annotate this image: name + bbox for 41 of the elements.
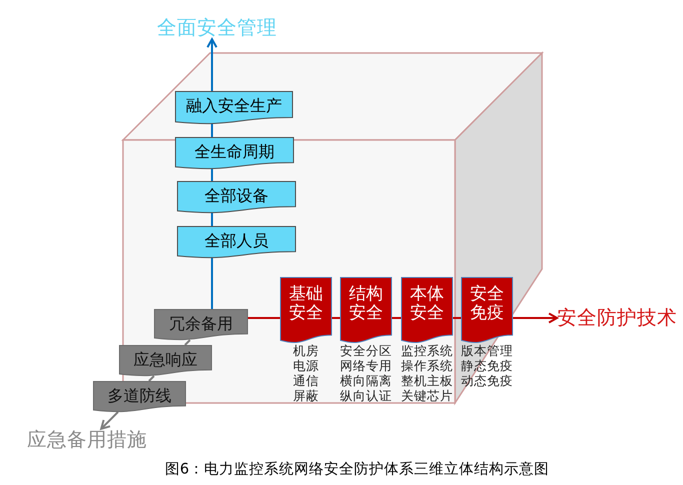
item-label: 纵向认证 xyxy=(340,388,392,403)
document-box: 本体安全 xyxy=(401,277,453,343)
axis-label: 应急备用措施 xyxy=(27,428,147,452)
item-label: 动态免疫 xyxy=(461,373,513,388)
item-label: 横向隔离 xyxy=(340,373,392,388)
item-label: 电源 xyxy=(293,358,319,373)
item-label: 版本管理 xyxy=(461,343,513,358)
document-box: 多道防线 xyxy=(93,381,186,412)
axis-label: 安全防护技术 xyxy=(557,306,677,330)
item-label: 屏蔽 xyxy=(293,388,319,403)
connector-line xyxy=(211,213,213,226)
arrow xyxy=(206,38,218,91)
item-label: 静态免疫 xyxy=(461,358,513,373)
connector-line xyxy=(392,317,401,319)
document-box: 全部设备 xyxy=(177,181,296,213)
item-label: 关键芯片 xyxy=(401,388,453,403)
caption: 图6：电力监控系统网络安全防护体系三维立体结构示意图 xyxy=(164,461,550,479)
document-box: 基础安全 xyxy=(280,277,332,343)
item-label: 监控系统 xyxy=(401,343,453,358)
item-label: 机房 xyxy=(293,343,319,358)
document-box: 全部人员 xyxy=(177,226,296,258)
axis-label: 全面安全管理 xyxy=(157,16,277,40)
connector-line xyxy=(248,317,280,319)
document-box: 冗余备用 xyxy=(154,309,248,340)
connector-line xyxy=(332,317,340,319)
arrow xyxy=(100,411,119,430)
connector-line xyxy=(211,258,213,309)
document-box: 安全免疫 xyxy=(461,277,513,343)
document-box: 全生命周期 xyxy=(175,137,294,169)
item-label: 通信 xyxy=(293,373,319,388)
connector-line xyxy=(211,124,213,137)
item-label: 网络专用 xyxy=(340,358,392,373)
connector-line xyxy=(453,317,461,319)
item-label: 整机主板 xyxy=(401,373,453,388)
arrow xyxy=(513,312,558,324)
item-label: 操作系统 xyxy=(401,358,453,373)
document-box: 应急响应 xyxy=(119,345,212,376)
connector-line xyxy=(211,169,213,181)
document-box: 结构安全 xyxy=(340,277,392,343)
document-box: 融入安全生产 xyxy=(175,91,293,124)
item-label: 安全分区 xyxy=(340,343,392,358)
